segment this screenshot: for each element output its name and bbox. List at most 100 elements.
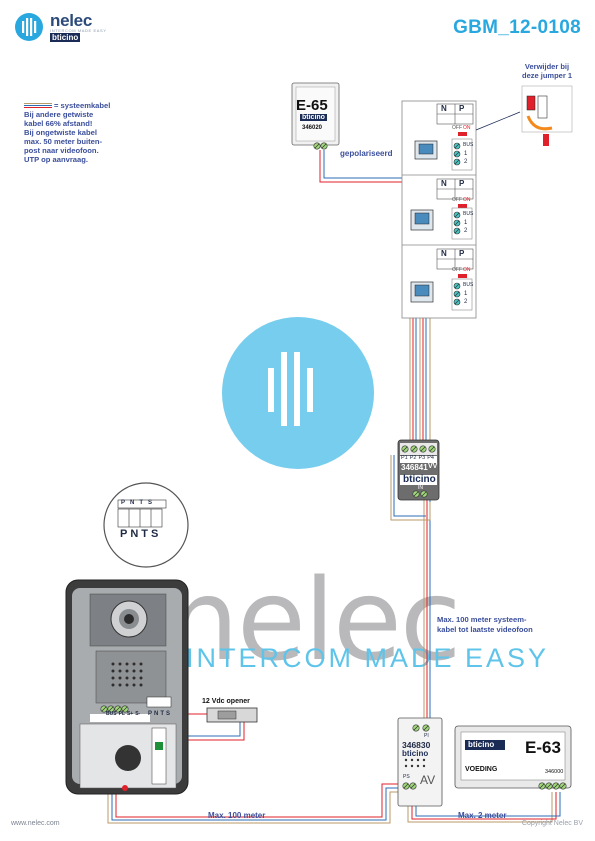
e63-label: VOEDING [465,766,498,773]
document-id: GBM_12-0108 [453,17,581,38]
vp3-bus-2: 2 [464,299,468,305]
vp2-terminal-n: N [441,179,447,188]
distributor-346841 [397,439,440,501]
polarized-label: gepolariseerd [340,149,393,158]
max-system-line: kabel tot laatste videofoon [437,625,533,634]
av-mark: AV [420,773,436,787]
vp3-bus-1: 1 [464,291,468,297]
distance-left: Max. 100 meter [208,811,266,820]
callout-small-label: T [139,500,144,506]
opener-label: 12 Vdc opener [202,698,250,705]
distributor-brand: bticino [403,474,436,485]
distributor-port: P4 [427,455,434,461]
vp3-switch-on: ON [463,267,471,273]
vp3-terminal-n: N [441,249,447,258]
videophone-stack [401,100,477,319]
panel-bus-label: S- [135,711,141,717]
vp2-switch-off: OFF [452,197,462,203]
vp1-switch-off: OFF [452,125,462,131]
av-model: 346830 [402,740,431,750]
e63-model: E-63 [525,738,561,757]
terminal-callout [103,482,189,568]
callout-small-labels: P N T S [121,500,152,506]
av-brand: bticino [402,749,429,758]
distributor-input: IN [418,485,423,491]
cable-legend: = systeemkabel Bij andere getwiste kabel… [24,101,136,164]
entrance-panel [65,579,189,795]
distributor-suffix: VV [428,463,438,470]
legend-line: max. 50 meter buiten- [24,137,103,146]
e65-model: E-65 [296,97,328,114]
videophone-2 [410,178,474,240]
panel-bus-labels: BUS PL S+ S- [106,711,140,717]
brand-tagline: INTERCOM MADE EASY [50,28,107,33]
vp1-bus-1: 1 [464,151,468,157]
callout-terminal-labels: P N T S [120,528,158,540]
door-opener [206,707,258,723]
panel-bus-label: PL [118,711,125,717]
av-module-346830 [397,717,443,807]
legend-line: Bij andere getwiste [24,110,94,119]
legend-line: kabel 66% afstand! [24,119,93,128]
callout-label: P [120,528,128,540]
jumper-note: Verwijder bij deze jumper 1 [516,62,578,80]
panel-terminal-label: P [148,711,153,717]
vp3-switch-off: OFF [452,267,462,273]
callout-label: N [130,528,139,540]
vp1-bus-2: 2 [464,159,468,165]
panel-terminal-label: N [154,711,159,717]
cable-av-psu [407,792,561,823]
watermark-tagline: INTERCOM MADE EASY [186,643,550,673]
brand-logo [14,12,44,42]
panel-terminal-label: S [166,711,171,717]
panel-terminal-labels: P N T S [148,711,170,717]
legend-line: Bij ongetwiste kabel [24,128,98,137]
vp2-bus-2: 2 [464,228,468,234]
callout-label: T [141,528,149,540]
av-bottom: PS [403,774,410,780]
distributor-model: 346841 [401,463,428,472]
jumper-note-line: deze jumper 1 [521,71,573,80]
panel-terminal-label: T [160,711,165,717]
distributor-port: P1 [401,455,408,461]
jumper-detail [475,85,573,146]
footer-copyright: Copyright Nelec BV [521,820,583,827]
callout-small-label: P [121,500,126,506]
distance-right: Max. 2 meter [458,811,507,820]
nelec-logo-icon [15,13,43,41]
vp2-bus: BUS [463,211,474,217]
legend-line: UTP op aanvraag. [24,155,89,164]
max-system-line: Max. 100 meter systeem- [437,615,527,624]
distributor-ports: P1 P2 P3 P4 [401,455,434,461]
jumper-note-line: Verwijder bij [524,62,570,71]
cable-loop [390,455,431,521]
vp3-terminal-p: P [459,249,465,258]
watermark-word: nelec [168,556,461,686]
vp2-terminal-p: P [459,179,465,188]
cable-sample-icon [24,102,52,109]
e65-brand: bticino [300,114,327,121]
panel-bus-label: S+ [126,711,134,717]
vp1-terminal-p: P [459,104,465,113]
vp3-bus: BUS [463,282,474,288]
legend-title: = systeemkabel [54,101,111,110]
distributor-port: P3 [418,455,426,461]
distributor-port: P2 [409,455,417,461]
brand-sub: bticino [50,33,81,42]
callout-small-label: N [130,500,135,506]
av-input: PI [424,733,429,739]
footer-website[interactable]: www.nelec.com [11,820,60,827]
vp1-terminal-n: N [441,104,447,113]
max-system-label: Max. 100 meter systeem- kabel tot laatst… [437,615,533,635]
cable-panel-av [107,783,406,824]
callout-small-label: S [148,500,153,506]
panel-bus-label: BUS [106,711,117,717]
vp2-bus-1: 1 [464,220,468,226]
brand-name: nelec [50,11,92,30]
power-supply-e63 [454,725,572,790]
vp1-bus: BUS [463,142,474,148]
videophone-1 [414,103,474,171]
videophone-3 [410,248,474,311]
vp1-switch-on: ON [463,125,471,131]
